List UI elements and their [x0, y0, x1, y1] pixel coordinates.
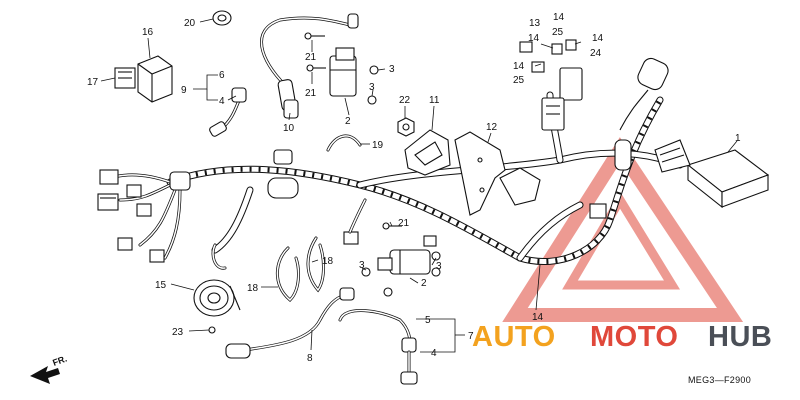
- plug-wire-8: [225, 287, 355, 359]
- clip-20: [212, 10, 232, 26]
- callout-19: 19: [372, 140, 384, 151]
- callout-3b: 3: [369, 82, 375, 93]
- callout-4: 4: [219, 96, 225, 107]
- callout-18b: 18: [322, 256, 334, 267]
- callout-7: 7: [468, 331, 474, 342]
- callout-11: 11: [429, 95, 440, 106]
- watermark-hub: HUB: [708, 321, 772, 353]
- plug-wire-left: [209, 87, 247, 137]
- switch-11: [404, 129, 451, 176]
- watermark-moto: MOTO: [590, 321, 678, 353]
- callout-21b: 21: [305, 88, 317, 99]
- front-arrow: FR.: [30, 354, 68, 384]
- leader-lines: [100, 18, 738, 353]
- callouts: 20 16 17 9 6 4 21 21 3 3 22 11 12 13 14 …: [87, 12, 741, 364]
- callout-3: 3: [389, 64, 395, 75]
- callout-14e: 14: [532, 312, 544, 323]
- callout-2b: 2: [421, 278, 427, 289]
- callout-25a: 25: [552, 27, 564, 38]
- callout-23: 23: [172, 327, 184, 338]
- callout-21c: 21: [398, 218, 410, 229]
- callout-4b: 4: [431, 348, 437, 359]
- relay-box: [519, 39, 583, 131]
- wire-19: [326, 134, 362, 152]
- callout-14c: 14: [592, 33, 604, 44]
- callout-17: 17: [87, 77, 99, 88]
- callout-8: 8: [307, 353, 313, 364]
- ecu-unit: [654, 139, 770, 209]
- horn-15: [193, 279, 241, 334]
- plug-wire-5: [338, 309, 418, 385]
- callout-14a: 14: [553, 12, 565, 23]
- callout-16: 16: [142, 27, 154, 38]
- callout-1: 1: [735, 133, 741, 144]
- callout-12: 12: [486, 122, 498, 133]
- callout-3c: 3: [359, 260, 365, 271]
- relay-16: [114, 55, 173, 103]
- watermark-auto: AUTO: [472, 321, 556, 353]
- callout-18a: 18: [247, 283, 259, 294]
- left-connectors: [97, 169, 165, 263]
- callout-13: 13: [529, 18, 541, 29]
- noise-filter: [614, 57, 669, 171]
- callout-3d: 3: [436, 261, 442, 272]
- callout-2: 2: [345, 116, 351, 127]
- callout-21: 21: [305, 52, 317, 63]
- callout-10: 10: [283, 123, 295, 134]
- callout-6: 6: [219, 70, 225, 81]
- ignition-coil-upper: [260, 13, 379, 119]
- bracket-12: [454, 131, 506, 216]
- callout-22: 22: [399, 95, 411, 106]
- main-wire-harness: [108, 91, 684, 266]
- nut-22: [397, 117, 415, 137]
- callout-15: 15: [155, 280, 167, 291]
- callout-5: 5: [425, 315, 431, 326]
- callout-24: 24: [590, 48, 602, 59]
- middle-components: [267, 149, 607, 245]
- ignition-coil-lower: [361, 222, 441, 297]
- front-label: FR.: [51, 354, 68, 368]
- watermark-text: AUTO MOTO HUB: [472, 321, 772, 353]
- diagram-code: MEG3—F2900: [688, 375, 751, 385]
- callout-14d: 14: [513, 61, 525, 72]
- callout-20: 20: [184, 18, 196, 29]
- callout-9: 9: [181, 85, 187, 96]
- wire-18: [211, 236, 325, 303]
- callout-25b: 25: [513, 75, 525, 86]
- callout-14b: 14: [528, 33, 540, 44]
